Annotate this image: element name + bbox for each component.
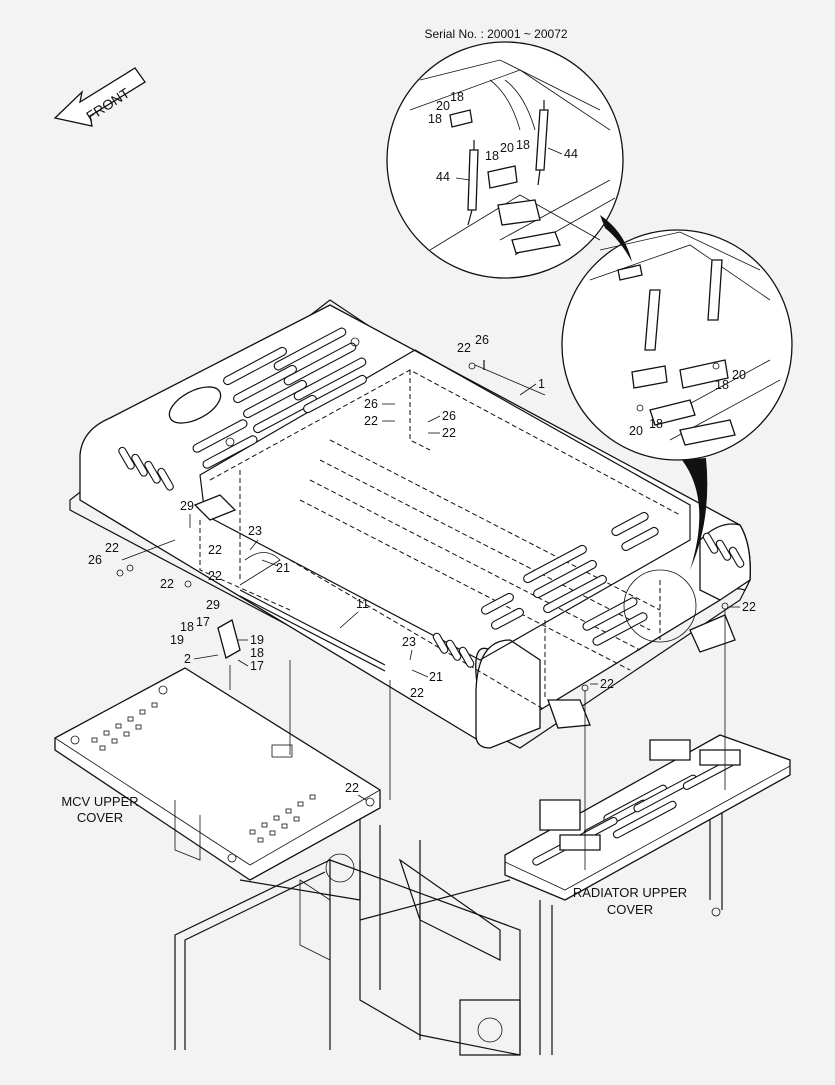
detail-top-callouts: 18 20 18 18 20 18 44 44 <box>428 90 578 184</box>
callout-29: 29 <box>206 598 220 612</box>
callout-22: 22 <box>345 781 359 795</box>
radiator-upper-cover <box>504 734 791 901</box>
callouts: 1 22 26 26 22 26 22 29 22 26 22 23 21 22… <box>88 333 756 807</box>
radiator-caption-line1: RADIATOR UPPER <box>573 885 687 900</box>
detail-side-callouts: 20 18 20 18 <box>629 362 746 438</box>
vent-slots-left <box>118 446 174 491</box>
callout-19: 19 <box>250 633 264 647</box>
engine-hood <box>69 299 751 749</box>
mcv-upper-cover <box>54 667 381 881</box>
callout-26: 26 <box>364 397 378 411</box>
callout-11: 11 <box>356 597 369 611</box>
callout-18: 18 <box>450 90 464 104</box>
callout-26: 26 <box>88 553 102 567</box>
callout-22: 22 <box>160 577 174 591</box>
callout-1: 1 <box>538 377 545 391</box>
callout-22: 22 <box>364 414 378 428</box>
callout-26: 26 <box>475 333 489 347</box>
callout-18: 18 <box>180 620 194 634</box>
callout-18: 18 <box>485 149 499 163</box>
callout-26: 26 <box>442 409 456 423</box>
callout-22: 22 <box>410 686 424 700</box>
radiator-caption-line2: COVER <box>607 902 653 917</box>
mcv-caption-line2: COVER <box>77 810 123 825</box>
callout-20: 20 <box>500 141 514 155</box>
callout-20: 20 <box>732 368 746 382</box>
detail-link-arrow <box>682 458 708 570</box>
callout-18: 18 <box>250 646 264 660</box>
detail-view-side <box>561 229 793 461</box>
callout-22: 22 <box>457 341 471 355</box>
callout-20: 20 <box>436 99 450 113</box>
frame-structure <box>174 790 723 1056</box>
callout-17: 17 <box>250 659 264 673</box>
serial-number: Serial No. : 20001 ~ 20072 <box>424 27 567 41</box>
callout-18: 18 <box>516 138 530 152</box>
front-arrow-icon: FRONT <box>53 67 146 127</box>
callout-21: 21 <box>276 561 290 575</box>
callout-22: 22 <box>442 426 456 440</box>
callout-19: 19 <box>170 633 184 647</box>
detail-view-top <box>386 41 624 279</box>
callout-44: 44 <box>564 147 578 161</box>
callout-44: 44 <box>436 170 450 184</box>
callout-18: 18 <box>428 112 442 126</box>
callout-23: 23 <box>402 635 416 649</box>
callout-22: 22 <box>208 543 222 557</box>
assembly-lines <box>229 364 726 870</box>
mcv-caption-line1: MCV UPPER <box>61 794 138 809</box>
callout-18: 18 <box>715 378 729 392</box>
callout-22: 22 <box>742 600 756 614</box>
callout-22: 22 <box>105 541 119 555</box>
callout-21: 21 <box>429 670 443 684</box>
vent-slots-right <box>432 511 745 668</box>
callout-23: 23 <box>248 524 262 538</box>
callout-20: 20 <box>629 424 643 438</box>
callout-22: 22 <box>208 569 222 583</box>
callout-18: 18 <box>649 417 663 431</box>
callout-22: 22 <box>600 677 614 691</box>
callout-2: 2 <box>184 652 191 666</box>
callout-29: 29 <box>180 499 194 513</box>
detail-link-arrow-top <box>600 215 632 262</box>
vent-slots-top <box>192 327 367 469</box>
callout-17: 17 <box>196 615 210 629</box>
